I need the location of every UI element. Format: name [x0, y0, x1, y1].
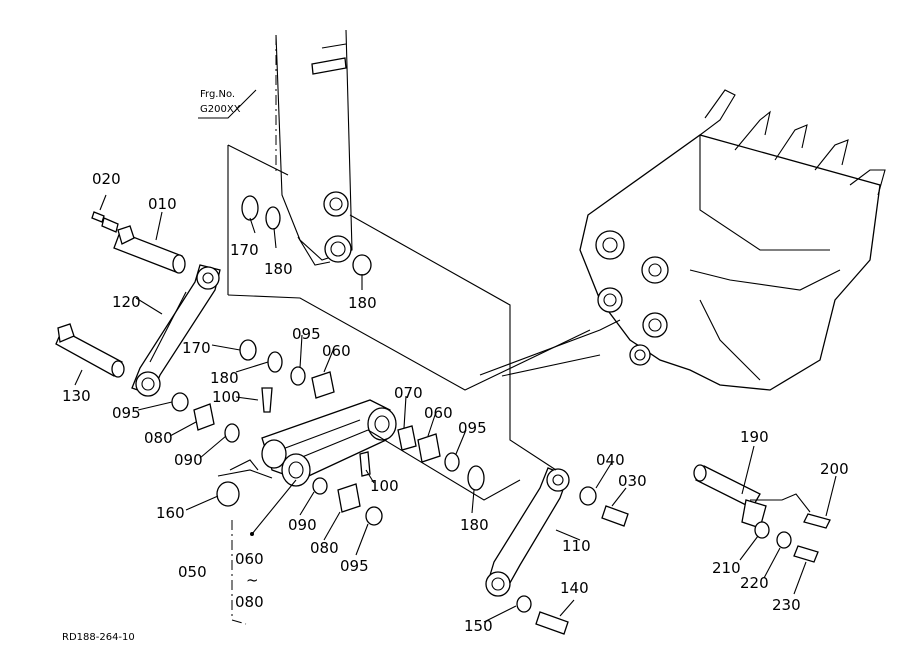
callout-130: 130: [62, 387, 91, 405]
grease-fitting-020: [91, 211, 119, 233]
bucket-drawing: [579, 89, 886, 391]
assembly-lines: [217, 144, 811, 625]
shim-170a: [241, 195, 259, 221]
callout-170b: 170: [182, 339, 211, 357]
leader-lines: [74, 89, 837, 623]
collar-095b: [171, 392, 189, 412]
callout-120: 120: [112, 293, 141, 311]
bushing-060b: [417, 433, 441, 463]
collar-095c: [444, 452, 460, 472]
bushing-080b: [337, 483, 361, 513]
arm-drawing: [275, 29, 353, 266]
seal-090b: [312, 477, 328, 495]
small-parts: [171, 195, 629, 635]
o-ring-180c: [267, 351, 283, 373]
callout-100a: 100: [212, 388, 241, 406]
callout-095b: 095: [112, 404, 141, 422]
pin-010: [113, 225, 186, 274]
callout-060c: 060: [235, 550, 264, 568]
callout-090a: 090: [174, 451, 203, 469]
callout-170a: 170: [230, 241, 259, 259]
grease-fitting-100a: [261, 387, 273, 413]
pin-070: [397, 425, 417, 451]
link-120: [131, 264, 221, 397]
callout-160: 160: [156, 504, 185, 522]
callout-080a: 080: [144, 429, 173, 447]
o-ring-180b: [352, 254, 372, 276]
o-ring-180a: [265, 206, 281, 230]
callout-010: 010: [148, 195, 177, 213]
callout-180a: 180: [264, 260, 293, 278]
pin-set-190: [693, 464, 831, 563]
callout-range-separator: ~: [246, 571, 259, 589]
callout-110: 110: [562, 537, 591, 555]
washer-150: [516, 595, 532, 613]
callout-180b: 180: [348, 294, 377, 312]
callout-080b: 080: [310, 539, 339, 557]
o-ring-180d: [467, 465, 485, 491]
fig-no-value: G200XX: [200, 104, 241, 115]
drawing-reference: RD188-264-10: [62, 632, 135, 643]
callout-095a: 095: [292, 325, 321, 343]
bolt-030: [601, 505, 629, 527]
callout-210: 210: [712, 559, 741, 577]
callout-070: 070: [394, 384, 423, 402]
pin-130: [55, 323, 125, 378]
callout-060b: 060: [424, 404, 453, 422]
bolt-140: [535, 611, 569, 635]
callout-030: 030: [618, 472, 647, 490]
shim-160: [216, 481, 240, 507]
washer-040: [579, 486, 597, 506]
callout-190: 190: [740, 428, 769, 446]
callout-180d: 180: [460, 516, 489, 534]
collar-095a: [290, 366, 306, 386]
seal-090a: [224, 423, 240, 443]
shim-170b: [239, 339, 257, 361]
callout-220: 220: [740, 574, 769, 592]
callout-095d: 095: [340, 557, 369, 575]
bushing-060a: [311, 371, 335, 399]
grease-fitting-100b: [359, 451, 371, 477]
link-110: [485, 467, 570, 597]
callout-080c: 080: [235, 593, 264, 611]
callout-200: 200: [820, 460, 849, 478]
callout-230: 230: [772, 596, 801, 614]
callout-095c: 095: [458, 419, 487, 437]
fig-no-label: Frg.No.: [200, 89, 235, 100]
collar-095d: [365, 506, 383, 526]
callout-050: 050: [178, 563, 207, 581]
bushing-080a: [193, 403, 215, 431]
callout-060a: 060: [322, 342, 351, 360]
callout-140: 140: [560, 579, 589, 597]
callout-100b: 100: [370, 477, 399, 495]
bucket-link-050: [261, 399, 397, 487]
callout-150: 150: [464, 617, 493, 635]
callout-040: 040: [596, 451, 625, 469]
callout-090b: 090: [288, 516, 317, 534]
callout-180c: 180: [210, 369, 239, 387]
callout-020: 020: [92, 170, 121, 188]
